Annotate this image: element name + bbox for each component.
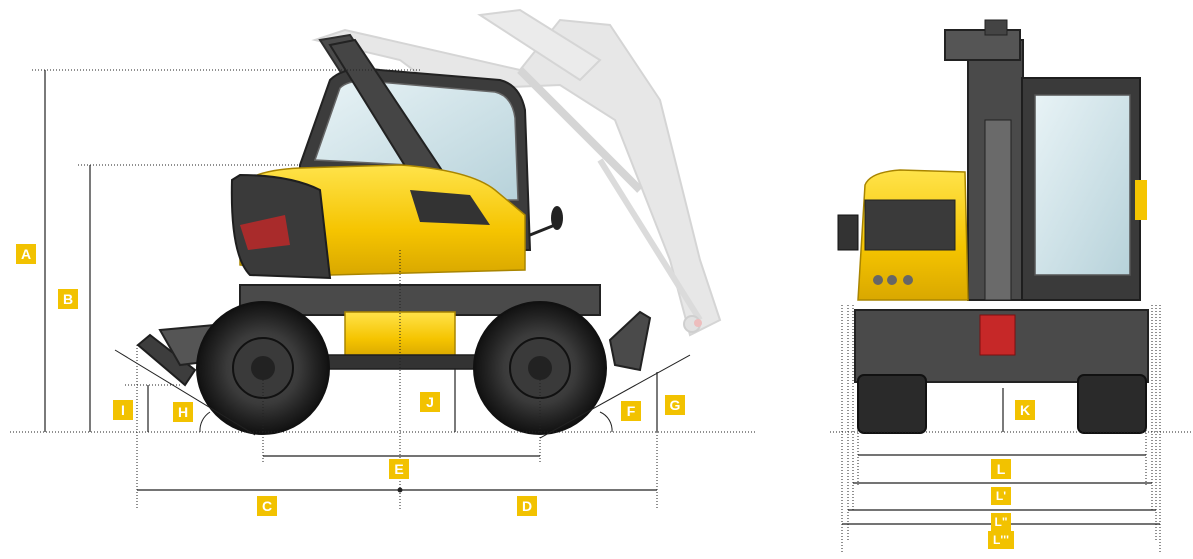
vent-grille: [410, 190, 490, 225]
side-view: [136, 8, 722, 435]
dimension-label-g: G: [665, 395, 685, 415]
dimension-label-l-double-prime: L": [991, 513, 1011, 531]
dimension-label-l-prime: L': [991, 487, 1011, 505]
dimension-label-k: K: [1015, 400, 1035, 420]
front-view: [837, 19, 1149, 434]
dimension-label-f: F: [621, 401, 641, 421]
dimension-label-e: E: [389, 459, 409, 479]
front-wheel: [473, 301, 607, 435]
dimension-label-b: B: [58, 289, 78, 309]
dimension-label-d: D: [517, 496, 537, 516]
rear-light: [240, 215, 290, 250]
dimension-label-l-triple-prime: L''': [988, 531, 1014, 549]
front-light: [979, 314, 1016, 356]
dimension-label-a: A: [16, 244, 36, 264]
dimension-label-i: I: [113, 400, 133, 420]
front-right-wheel: [1077, 374, 1147, 434]
front-dimension-lines: [830, 305, 1193, 554]
dimension-label-c: C: [257, 496, 277, 516]
rear-blade: [136, 333, 197, 387]
front-outrigger: [608, 310, 652, 372]
dimension-label-h: H: [173, 402, 193, 422]
rear-wheel: [196, 301, 330, 435]
dimension-label-j: J: [420, 392, 440, 412]
front-left-wheel: [857, 374, 927, 434]
dimension-label-l: L: [991, 459, 1011, 479]
